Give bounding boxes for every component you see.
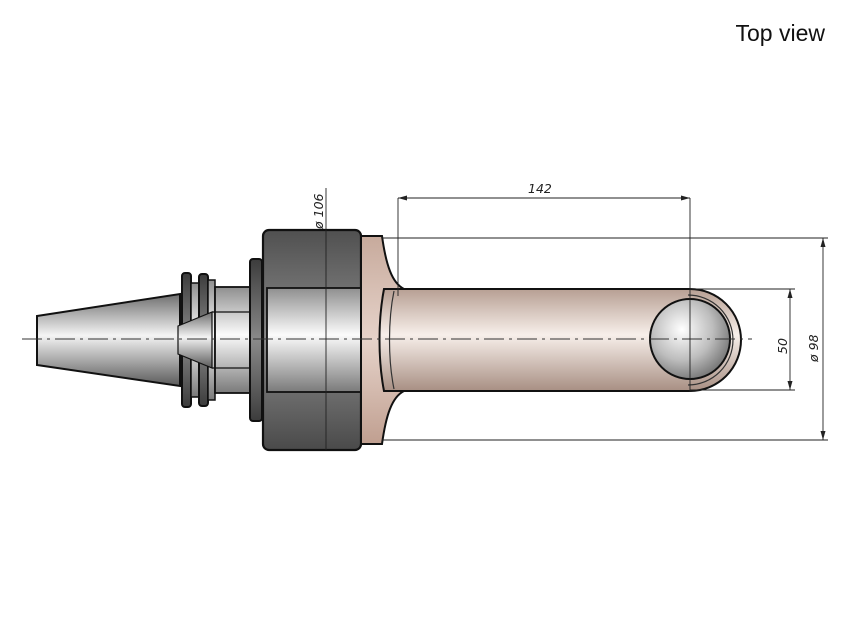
shank	[378, 288, 742, 392]
dimension-d106: ø 106	[311, 188, 327, 450]
view-title: Top view	[735, 20, 825, 46]
dimension-50-label: 50	[775, 338, 790, 354]
dimension-d106-label: ø 106	[311, 193, 326, 230]
dimension-142-label: 142	[528, 181, 552, 196]
flange-hub	[266, 287, 379, 393]
key-ring	[249, 258, 263, 422]
dimension-d98-label: ø 98	[806, 334, 821, 363]
dimension-142: 142	[397, 181, 691, 392]
dimension-d98: ø 98	[382, 237, 828, 441]
dimension-50: 50	[690, 288, 795, 391]
taper-cone	[36, 292, 181, 388]
neck	[214, 286, 251, 394]
